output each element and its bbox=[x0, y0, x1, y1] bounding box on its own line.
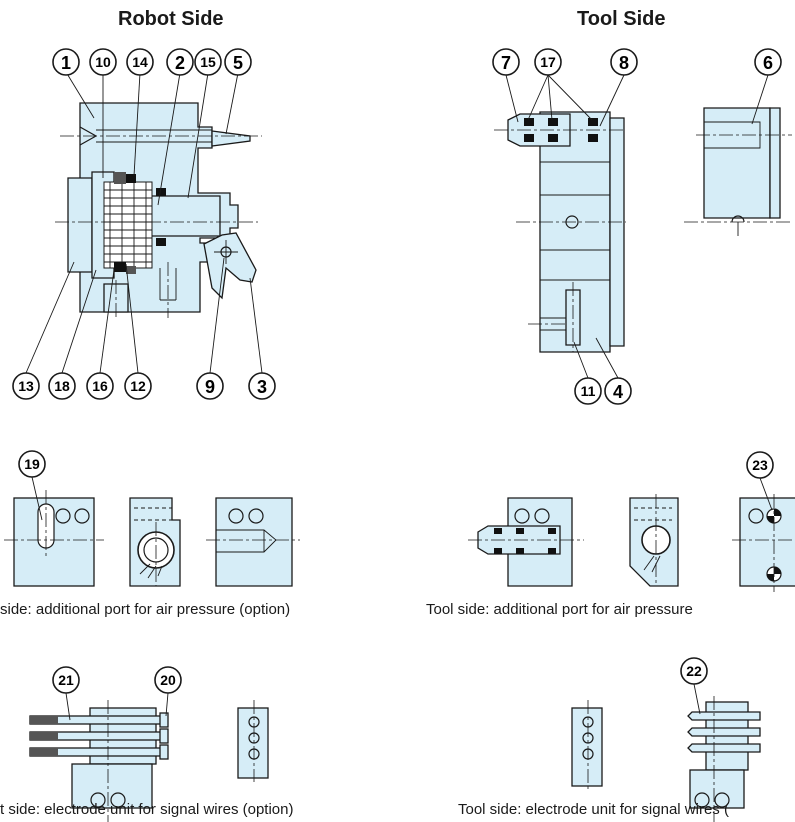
callout-15: 15 bbox=[194, 48, 222, 76]
part-callouts: 1 10 14 2 15 5 13 18 16 12 9 3 7 17 8 6 … bbox=[12, 48, 782, 694]
svg-text:11: 11 bbox=[581, 383, 596, 399]
callout-8: 8 bbox=[610, 48, 638, 76]
callout-22: 22 bbox=[680, 657, 708, 685]
tool-side-title: Tool Side bbox=[577, 8, 666, 30]
caption-tool-air-port: Tool side: additional port for air press… bbox=[426, 601, 693, 618]
svg-text:12: 12 bbox=[130, 378, 146, 394]
callout-18: 18 bbox=[48, 372, 76, 400]
svg-text:2: 2 bbox=[175, 53, 185, 73]
callout-11: 11 bbox=[574, 377, 602, 405]
callout-4: 4 bbox=[604, 377, 632, 405]
callout-20: 20 bbox=[154, 666, 182, 694]
callout-10: 10 bbox=[89, 48, 117, 76]
svg-text:19: 19 bbox=[24, 456, 40, 472]
caption-tool-signal: Tool side: electrode unit for signal wir… bbox=[458, 801, 729, 818]
callout-7: 7 bbox=[492, 48, 520, 76]
svg-text:9: 9 bbox=[205, 377, 215, 397]
svg-text:15: 15 bbox=[200, 54, 216, 70]
callout-17: 17 bbox=[534, 48, 562, 76]
svg-text:18: 18 bbox=[54, 378, 70, 394]
callout-13: 13 bbox=[12, 372, 40, 400]
callout-21: 21 bbox=[52, 666, 80, 694]
robot-side-title: Robot Side bbox=[118, 8, 224, 30]
svg-text:5: 5 bbox=[233, 53, 243, 73]
callout-3: 3 bbox=[248, 372, 276, 400]
callout-9: 9 bbox=[196, 372, 224, 400]
svg-text:13: 13 bbox=[18, 378, 34, 394]
callout-14: 14 bbox=[126, 48, 154, 76]
svg-text:4: 4 bbox=[613, 382, 623, 402]
tool-air-port-views bbox=[468, 494, 795, 592]
svg-text:22: 22 bbox=[686, 663, 702, 679]
svg-text:20: 20 bbox=[160, 672, 176, 688]
callout-12: 12 bbox=[124, 372, 152, 400]
svg-text:7: 7 bbox=[501, 53, 511, 73]
svg-text:23: 23 bbox=[752, 457, 768, 473]
callout-1: 1 bbox=[52, 48, 80, 76]
caption-robot-signal: t side: electrode unit for signal wires … bbox=[0, 801, 294, 818]
svg-text:14: 14 bbox=[132, 54, 148, 70]
svg-text:21: 21 bbox=[58, 672, 74, 688]
svg-text:6: 6 bbox=[763, 53, 773, 73]
svg-text:17: 17 bbox=[540, 54, 556, 70]
robot-side-drawing bbox=[55, 102, 262, 318]
svg-text:8: 8 bbox=[619, 53, 629, 73]
callout-23: 23 bbox=[746, 451, 774, 479]
callout-2: 2 bbox=[166, 48, 194, 76]
caption-robot-air-port: side: additional port for air pressure (… bbox=[0, 601, 291, 618]
robot-signal-electrode-views bbox=[29, 700, 269, 822]
svg-text:1: 1 bbox=[61, 53, 71, 73]
callout-6: 6 bbox=[754, 48, 782, 76]
robot-air-port-views bbox=[4, 490, 300, 587]
tool-signal-electrode-views bbox=[571, 696, 761, 822]
svg-text:16: 16 bbox=[92, 378, 108, 394]
callout-19: 19 bbox=[18, 450, 46, 478]
callout-16: 16 bbox=[86, 372, 114, 400]
callout-5: 5 bbox=[224, 48, 252, 76]
svg-text:10: 10 bbox=[95, 54, 111, 70]
svg-text:3: 3 bbox=[257, 377, 267, 397]
leader-lines bbox=[25, 71, 773, 721]
tool-side-drawing bbox=[494, 107, 792, 353]
